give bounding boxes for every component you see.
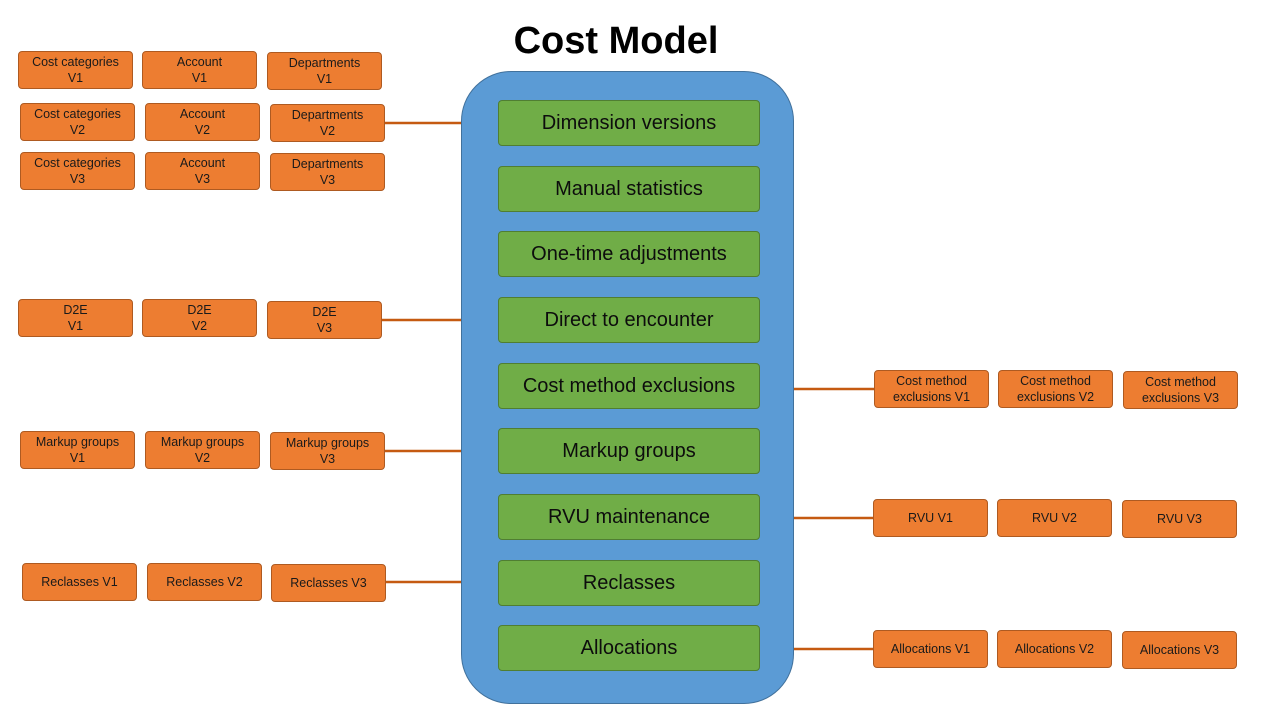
version-reclasses-v1: Reclasses V1 [22, 563, 137, 601]
version-reclasses-v2: Reclasses V2 [147, 563, 262, 601]
version-reclasses-v3: Reclasses V3 [271, 564, 386, 602]
module-rvu-maintenance[interactable]: RVU maintenance [498, 494, 760, 540]
module-reclasses[interactable]: Reclasses [498, 560, 760, 606]
version-allocations-v3: Allocations V3 [1122, 631, 1237, 669]
module-manual-statistics[interactable]: Manual statistics [498, 166, 760, 212]
version-rvu-v3: RVU V3 [1122, 500, 1237, 538]
module-cost-method-exclusions[interactable]: Cost method exclusions [498, 363, 760, 409]
module-one-time-adjustments[interactable]: One-time adjustments [498, 231, 760, 277]
module-dimension-versions[interactable]: Dimension versions [498, 100, 760, 146]
diagram-title: Cost Model [513, 20, 719, 62]
module-markup-groups[interactable]: Markup groups [498, 428, 760, 474]
module-allocations[interactable]: Allocations [498, 625, 760, 671]
version-rvu-v1: RVU V1 [873, 499, 988, 537]
module-direct-to-encounter[interactable]: Direct to encounter [498, 297, 760, 343]
version-allocations-v1: Allocations V1 [873, 630, 988, 668]
version-rvu-v2: RVU V2 [997, 499, 1112, 537]
version-allocations-v2: Allocations V2 [997, 630, 1112, 668]
